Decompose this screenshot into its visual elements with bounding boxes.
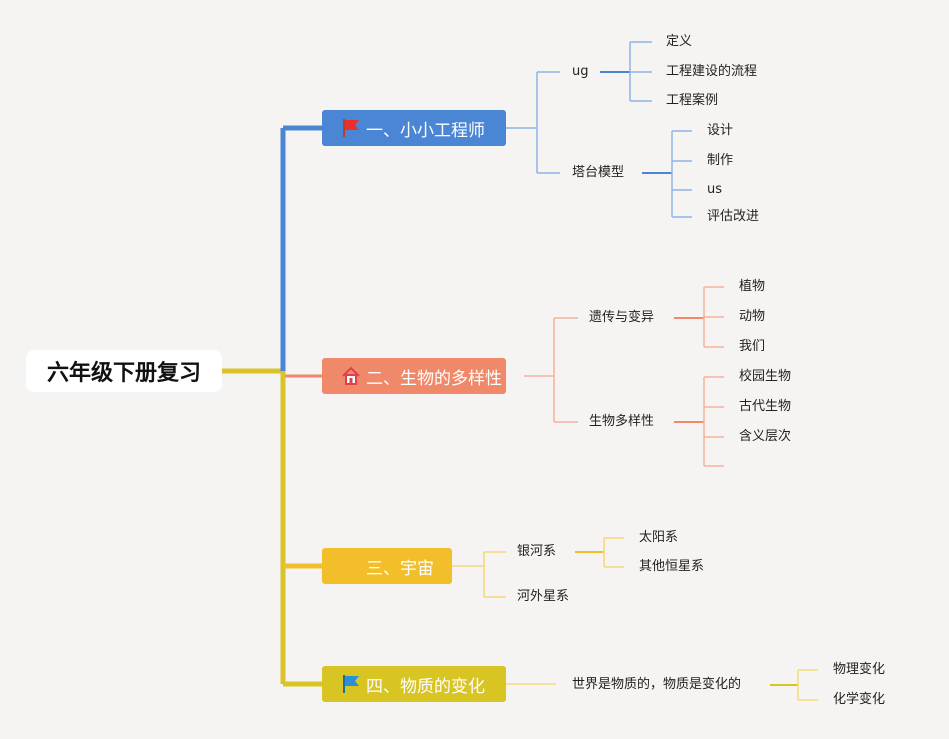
root-node[interactable]: 六年级下册复习: [26, 350, 222, 392]
sub-node-heredity[interactable]: 遗传与变异: [589, 310, 655, 325]
leaf-node[interactable]: us: [707, 182, 723, 197]
sub-node-tower-model[interactable]: 塔台模型: [572, 165, 625, 180]
red-flag-icon: [340, 117, 362, 139]
branch-matter-change[interactable]: 四、物质的变化: [322, 666, 506, 702]
leaf-node[interactable]: 校园生物: [739, 369, 792, 384]
leaf-node[interactable]: 制作: [707, 153, 734, 168]
leaf-node[interactable]: 工程建设的流程: [666, 64, 758, 79]
branch-label: 三、宇宙: [366, 558, 434, 579]
branch-engineer[interactable]: 一、小小工程师: [322, 110, 506, 146]
blue-flag-icon: [340, 673, 362, 695]
leaf-node[interactable]: 我们: [739, 339, 766, 354]
branch-label: 四、物质的变化: [366, 676, 485, 697]
branch-universe[interactable]: 三、宇宙: [322, 548, 452, 584]
sub-node-extragalactic[interactable]: 河外星系: [517, 589, 570, 604]
leaf-node[interactable]: 其他恒星系: [639, 559, 705, 574]
sub-node-biodiversity[interactable]: 生物多样性: [589, 414, 655, 429]
sub-node-ug[interactable]: ug: [572, 64, 589, 79]
sub-node-world-matter[interactable]: 世界是物质的，物质是变化的: [572, 677, 742, 692]
branch-biodiversity[interactable]: 二、生物的多样性: [322, 358, 506, 394]
sub-node-milky-way[interactable]: 银河系: [517, 544, 557, 559]
leaf-node[interactable]: 植物: [739, 279, 766, 294]
leaf-node[interactable]: 设计: [707, 123, 734, 138]
leaf-node[interactable]: 动物: [739, 309, 766, 324]
leaf-node[interactable]: 太阳系: [639, 530, 679, 545]
leaf-node[interactable]: 物理变化: [833, 662, 886, 677]
branch-label: 一、小小工程师: [366, 120, 485, 141]
branch-label: 二、生物的多样性: [366, 368, 502, 389]
leaf-node[interactable]: 评估改进: [707, 209, 760, 224]
leaf-node[interactable]: 定义: [666, 34, 693, 49]
house-icon: [340, 365, 362, 387]
leaf-node[interactable]: 工程案例: [666, 93, 719, 108]
leaf-node[interactable]: 含义层次: [739, 429, 792, 444]
leaf-node[interactable]: 古代生物: [739, 399, 792, 414]
leaf-node[interactable]: 化学变化: [833, 692, 886, 707]
